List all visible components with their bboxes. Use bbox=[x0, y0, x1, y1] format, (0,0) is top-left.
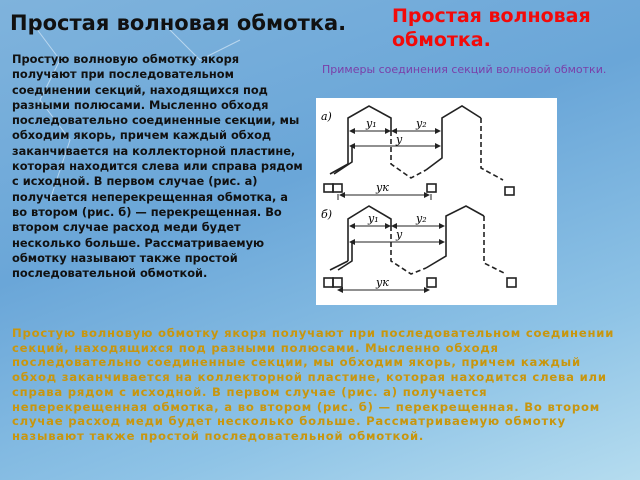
label-y2: y₂ bbox=[415, 117, 427, 130]
body-text: Простую волновую обмотку якоря получают … bbox=[12, 52, 303, 281]
label-yk: yк bbox=[375, 181, 389, 194]
label-y2-b: y₂ bbox=[415, 212, 427, 225]
label-yk-b: yк bbox=[375, 276, 389, 289]
label-y1: y₁ bbox=[365, 117, 377, 130]
winding-diagram: а) y₁ y₂ y yк б) y₁ y₂ y yк bbox=[316, 98, 557, 305]
panel-a-dimensions bbox=[337, 128, 441, 200]
label-y1-b: y₁ bbox=[367, 212, 379, 225]
slide-title: Простая волновая обмотка. bbox=[10, 11, 347, 35]
label-y: y bbox=[395, 133, 403, 146]
panel-b-dimensions bbox=[337, 223, 445, 293]
body-text-overlay: Простую волновую обмотку якоря получают … bbox=[12, 326, 615, 443]
panel-b-label: б) bbox=[321, 208, 332, 221]
slide-title-overlay: Простая волновая обмотка. bbox=[392, 5, 591, 51]
label-y-b: y bbox=[395, 228, 403, 241]
diagram-caption: Примеры соединения секций волновой обмот… bbox=[322, 63, 607, 76]
panel-a-label: а) bbox=[321, 110, 332, 123]
